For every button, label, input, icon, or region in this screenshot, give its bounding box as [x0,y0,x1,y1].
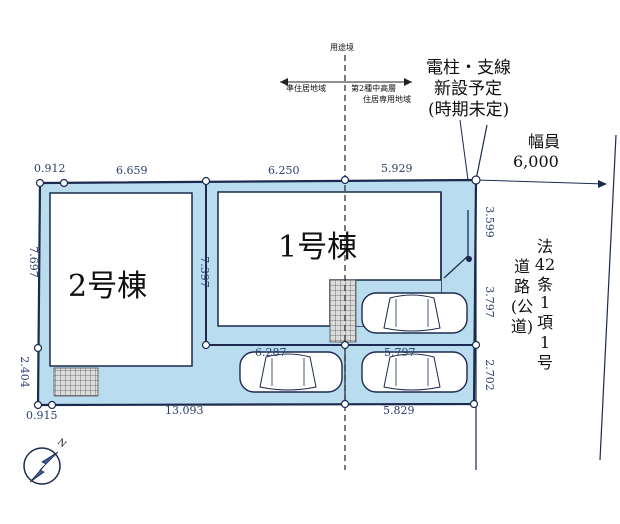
building-2 [49,192,193,367]
road-width-arrow [475,179,606,185]
road-type-char: 42 [535,255,555,274]
north-label: N [55,437,68,450]
road-width-value: 6,000 [513,152,559,171]
dim-bottom-3: 5.829 [383,404,415,417]
road-edge-left-upper [475,124,488,181]
road-width-arrow-head [598,180,607,188]
dim-left-1: 7.697 [27,246,40,278]
dim-right-3: 2.702 [483,359,496,391]
road-type-col2: 道 路 (公 道) [511,257,533,336]
road-type-char: 条 [537,275,553,294]
zoning-title: 用途境 [330,42,354,52]
dim-top-3: 6.250 [268,164,300,177]
road-type-char: 号 [537,353,553,372]
building-2-label: 2号棟 [68,269,147,304]
road-type-char: 項 [537,313,553,332]
entrance-path [443,210,469,279]
road-type-char: (公 [511,297,533,316]
north-arrow-icon: N [23,437,68,485]
pole-note-line3: (時期未定) [428,100,509,120]
zoning-right-line2: 住居専用地域 [363,94,411,104]
zoning-left: 準住居地域 [286,83,326,93]
building-1-label: 1号棟 [278,230,357,265]
hatch-area-1 [329,279,357,343]
dim-inner-v: 7.397 [198,256,211,288]
car-3 [361,351,468,393]
car-2 [239,351,343,393]
road-width-label: 幅員 [528,132,560,151]
boundary-markers [33,175,481,410]
dim-right-2: 3.797 [483,286,496,318]
dim-top-1: 0.912 [34,162,66,175]
road-type-char: 道 [514,257,530,276]
road-type-char: 法 [537,237,553,256]
dim-inner-h1: 6.287 [255,346,287,359]
hatch-area-2 [53,367,99,397]
road-type-char: 1 [540,333,550,352]
dim-bottom-1: 0.915 [26,409,58,422]
road-type-char: 道) [511,317,533,336]
dim-top-4: 5.929 [381,162,413,175]
dim-top-2: 6.659 [116,164,148,177]
dim-inner-h2: 5.797 [384,346,416,359]
pole-marker [466,256,472,262]
road-type-char: 路 [514,277,530,296]
dim-right-1: 3.599 [483,206,496,238]
road-type-col1: 法 42 条 1 項 1 号 [535,237,555,372]
pole-note-leader [459,119,469,181]
dim-left-2: 2.404 [18,356,31,388]
road-type-char: 1 [540,293,550,312]
zoning-arrow-right-head [404,78,412,86]
zoning-right-line1: 第2種中高層 [351,83,396,93]
dim-bottom-2: 13.093 [165,404,204,417]
pole-note-line1: 電柱・支線 [426,58,511,78]
road-edge-right [599,134,617,461]
zoning-arrow-left-head [280,78,288,86]
pole-note-line2: 新設予定 [434,79,502,99]
car-1 [361,292,468,334]
